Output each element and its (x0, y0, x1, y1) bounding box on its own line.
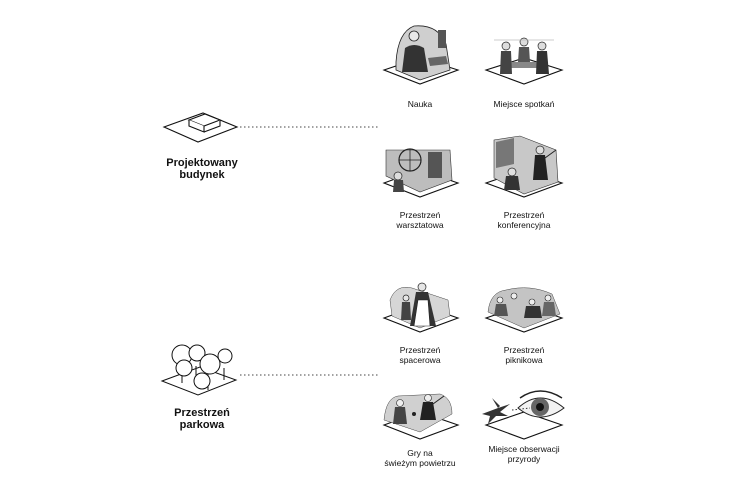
engraving-outdoor-games-icon (382, 393, 460, 440)
function-label-obserwacja: Miejsce obserwacji przyrody (488, 444, 560, 464)
function-label-konferencja: Przestrzeń konferencyjna (497, 210, 551, 230)
function-label-nauka: Nauka (407, 99, 433, 109)
engraving-meeting-table-icon (484, 37, 564, 85)
function-label-spacer: Przestrzeń spacerowa (399, 345, 441, 365)
engraving-machine-workshop-icon (382, 148, 460, 198)
engraving-reading-woman-icon (382, 25, 460, 85)
function-label-gry: Gry na świeżym powietrzu (384, 448, 456, 468)
trees-icon (160, 344, 238, 396)
function-label-piknik: Przestrzeń piknikowa (503, 345, 545, 365)
eye-and-bird-icon (482, 390, 565, 440)
engraving-lecture-icon (484, 135, 564, 198)
building-block-icon (162, 112, 239, 143)
category-label-building: Projektowany budynek (166, 157, 238, 181)
function-label-warsztat: Przestrzeń warsztatowa (396, 210, 444, 230)
function-label-spotkan: Miejsce spotkań (493, 99, 555, 109)
engraving-strolling-couple-icon (382, 282, 460, 333)
category-label-park: Przestrzeń parkowa (174, 407, 230, 431)
engraving-picnic-group-icon (484, 287, 564, 333)
